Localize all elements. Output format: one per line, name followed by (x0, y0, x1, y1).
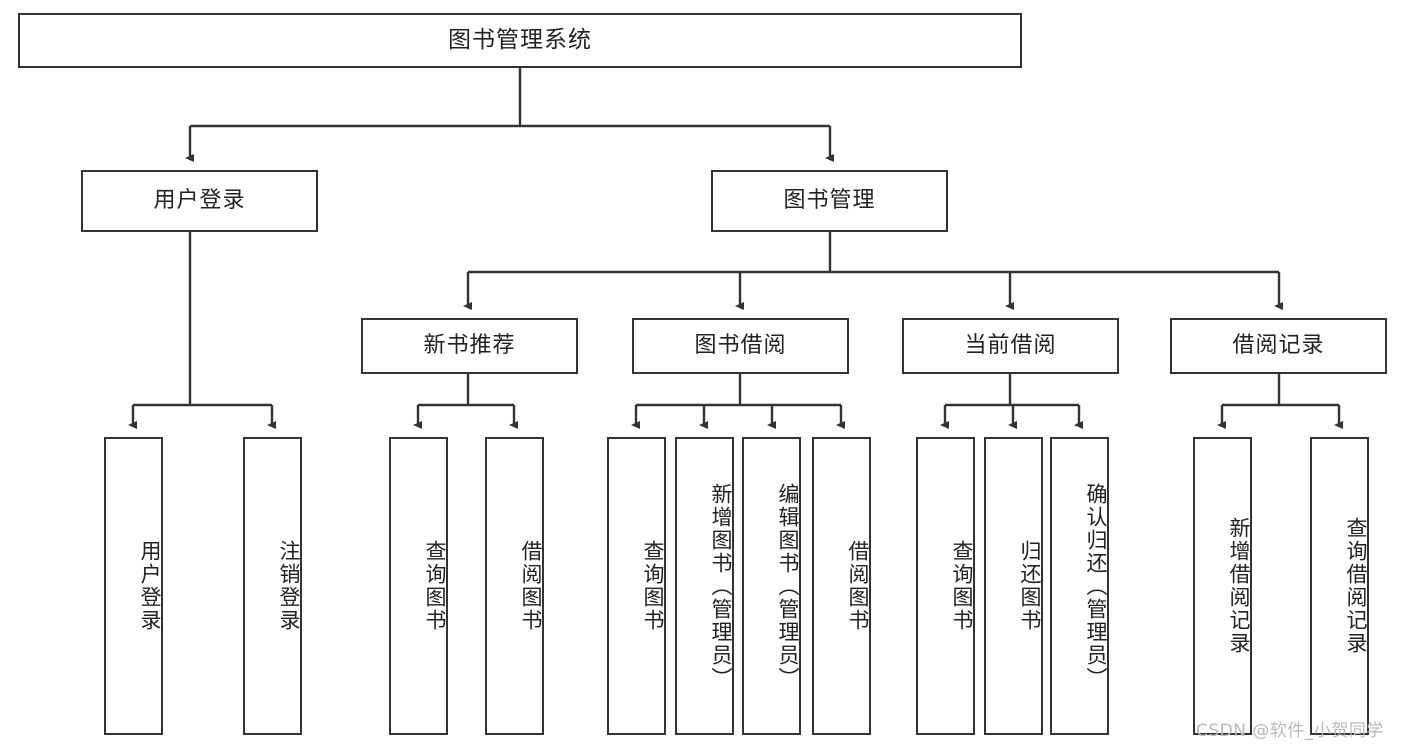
node-book-manage[interactable]: 图书管理 (711, 170, 948, 232)
leaf-borrow-record-add[interactable]: 新增借阅记录 (1193, 437, 1252, 735)
leaf-current-borrow-return[interactable]: 归还图书 (984, 437, 1043, 735)
leaf-new-book-borrow[interactable]: 借阅图书 (485, 437, 544, 735)
node-book-borrow-label: 图书借阅 (694, 332, 787, 358)
watermark: CSDN @软件_小贺同学 (1196, 721, 1384, 741)
leaf-current-borrow-confirm[interactable]: 确认归还（管理员） (1050, 437, 1109, 735)
leaf-book-borrow-borrow[interactable]: 借阅图书 (812, 437, 871, 735)
leaf-label: 编辑图书（管理员） (776, 482, 800, 690)
leaf-user-login-logout[interactable]: 注销登录 (243, 437, 302, 735)
leaf-label: 查询图书 (641, 540, 665, 632)
leaf-label: 归还图书 (1018, 540, 1042, 632)
node-user-login[interactable]: 用户登录 (81, 170, 318, 232)
leaf-book-borrow-query[interactable]: 查询图书 (607, 437, 666, 735)
leaf-current-borrow-query[interactable]: 查询图书 (916, 437, 975, 735)
node-new-book-recommend[interactable]: 新书推荐 (361, 318, 578, 374)
node-book-manage-label: 图书管理 (783, 187, 876, 213)
leaf-borrow-record-query[interactable]: 查询借阅记录 (1310, 437, 1369, 735)
leaf-label: 新增图书（管理员） (709, 482, 733, 690)
leaf-label: 新增借阅记录 (1227, 517, 1251, 655)
node-book-borrow[interactable]: 图书借阅 (632, 318, 849, 374)
leaf-new-book-query[interactable]: 查询图书 (389, 437, 448, 735)
leaf-label: 借阅图书 (846, 540, 870, 632)
node-current-borrow[interactable]: 当前借阅 (902, 318, 1119, 374)
node-root[interactable]: 图书管理系统 (18, 13, 1022, 68)
leaf-book-borrow-edit[interactable]: 编辑图书（管理员） (742, 437, 801, 735)
leaf-label: 用户登录 (138, 540, 162, 632)
node-root-label: 图书管理系统 (448, 26, 592, 53)
node-borrow-record-label: 借阅记录 (1232, 332, 1325, 358)
leaf-label: 确认归还（管理员） (1084, 482, 1108, 690)
leaf-book-borrow-add[interactable]: 新增图书（管理员） (675, 437, 734, 735)
node-user-login-label: 用户登录 (153, 187, 246, 213)
leaf-label: 查询借阅记录 (1344, 517, 1368, 655)
leaf-label: 借阅图书 (519, 540, 543, 632)
node-current-borrow-label: 当前借阅 (964, 332, 1057, 358)
leaf-user-login-login[interactable]: 用户登录 (104, 437, 163, 735)
leaf-label: 查询图书 (950, 540, 974, 632)
leaf-label: 查询图书 (423, 540, 447, 632)
leaf-label: 注销登录 (277, 540, 301, 632)
node-borrow-record[interactable]: 借阅记录 (1170, 318, 1387, 374)
node-new-book-recommend-label: 新书推荐 (423, 332, 516, 358)
